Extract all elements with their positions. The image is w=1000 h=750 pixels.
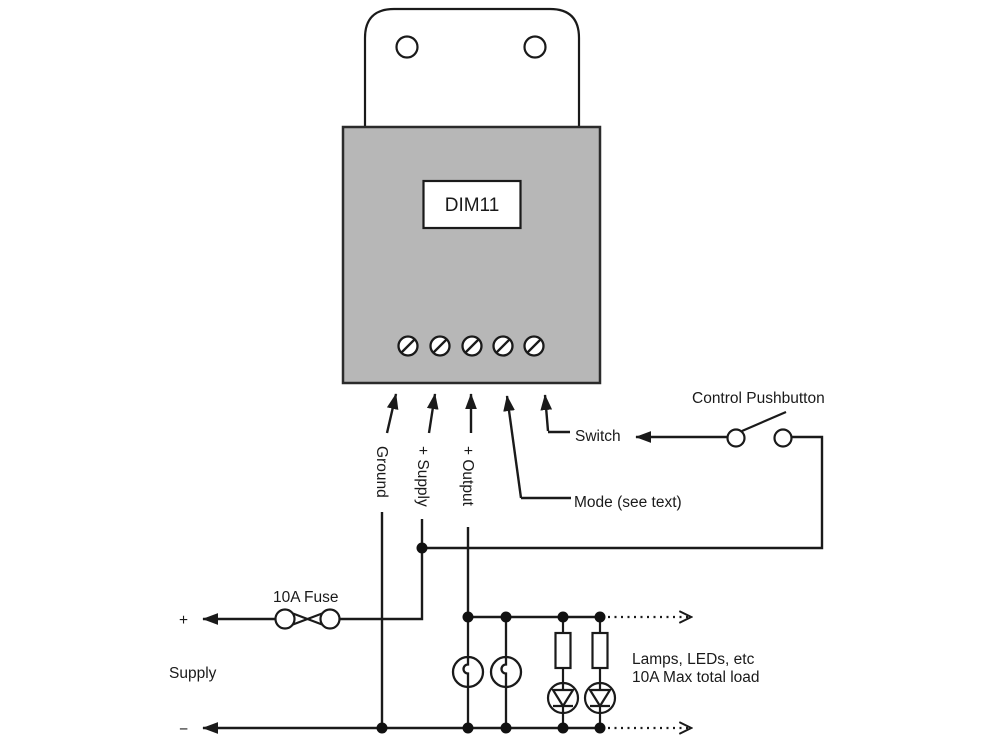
supply-terminal-label: + Supply bbox=[414, 446, 431, 507]
pushbutton-contact-left bbox=[726, 428, 746, 448]
fuse-contact-left bbox=[274, 608, 296, 630]
junction-dot bbox=[594, 722, 606, 734]
pushbutton-loop-wire bbox=[422, 435, 824, 550]
led-symbol bbox=[583, 681, 617, 715]
supply-plus-sign: + bbox=[179, 612, 188, 629]
output-terminal-label: + Output bbox=[459, 446, 476, 507]
load-continuation bbox=[608, 617, 691, 728]
screw-terminal-switch bbox=[523, 335, 545, 357]
fuse-symbol bbox=[274, 608, 341, 630]
led-branches bbox=[546, 617, 617, 728]
lamp-symbol bbox=[489, 655, 523, 689]
module-label: DIM11 bbox=[445, 195, 500, 216]
pushbutton-symbol bbox=[726, 410, 793, 448]
supply-to-fuse-wire bbox=[340, 548, 424, 621]
pushbutton-lever bbox=[741, 410, 787, 433]
lamp-symbol bbox=[500, 617, 508, 728]
junction-dot bbox=[500, 611, 512, 623]
mode-terminal-label: Mode (see text) bbox=[574, 494, 682, 511]
ground-terminal-arrow bbox=[385, 393, 399, 434]
switch-terminal-arrow bbox=[540, 394, 553, 432]
resistor-symbol bbox=[554, 631, 572, 670]
ground-terminal-label: Ground bbox=[373, 446, 390, 498]
mounting-tab bbox=[363, 7, 581, 134]
module-label-box bbox=[422, 179, 522, 230]
mounting-hole-right bbox=[523, 35, 547, 59]
screw-terminal-supply bbox=[429, 335, 451, 357]
dimmer-module: DIM11 bbox=[341, 7, 602, 385]
junction-dot bbox=[557, 722, 569, 734]
screw-terminal-ground bbox=[397, 335, 419, 357]
control-pushbutton-label: Control Pushbutton bbox=[692, 390, 825, 407]
junction-dots bbox=[376, 542, 606, 734]
screw-terminal-mode bbox=[492, 335, 514, 357]
load-note-line2: 10A Max total load bbox=[632, 669, 760, 686]
supply-label: Supply bbox=[169, 665, 217, 682]
pushbutton-contact-right bbox=[773, 428, 793, 448]
led-symbol bbox=[588, 688, 612, 709]
screw-terminal-output bbox=[461, 335, 483, 357]
led-symbol bbox=[546, 681, 580, 715]
terminal-arrows bbox=[385, 393, 727, 500]
junction-dot bbox=[416, 542, 428, 554]
led-symbol bbox=[551, 688, 575, 709]
resistor-symbol bbox=[591, 631, 609, 670]
junction-dot bbox=[594, 611, 606, 623]
junction-dot bbox=[462, 722, 474, 734]
junction-dot bbox=[376, 722, 388, 734]
junction-dot bbox=[462, 611, 474, 623]
switch-terminal-label: Switch bbox=[575, 428, 621, 445]
mode-terminal-arrow bbox=[503, 395, 523, 499]
fuse-contact-right bbox=[319, 608, 341, 630]
load-note-line1: Lamps, LEDs, etc bbox=[632, 651, 755, 668]
fuse-label: 10A Fuse bbox=[273, 589, 339, 606]
junction-dot bbox=[500, 722, 512, 734]
lamp-symbol bbox=[451, 655, 485, 689]
wires bbox=[202, 435, 824, 734]
supply-terminal-arrow bbox=[426, 393, 439, 434]
lamp-symbol bbox=[462, 617, 470, 728]
lamp-branches bbox=[451, 617, 523, 728]
junction-dot bbox=[557, 611, 569, 623]
screw-terminals bbox=[397, 335, 545, 357]
supply-minus-sign: − bbox=[179, 721, 188, 738]
mounting-hole-left bbox=[395, 35, 419, 59]
